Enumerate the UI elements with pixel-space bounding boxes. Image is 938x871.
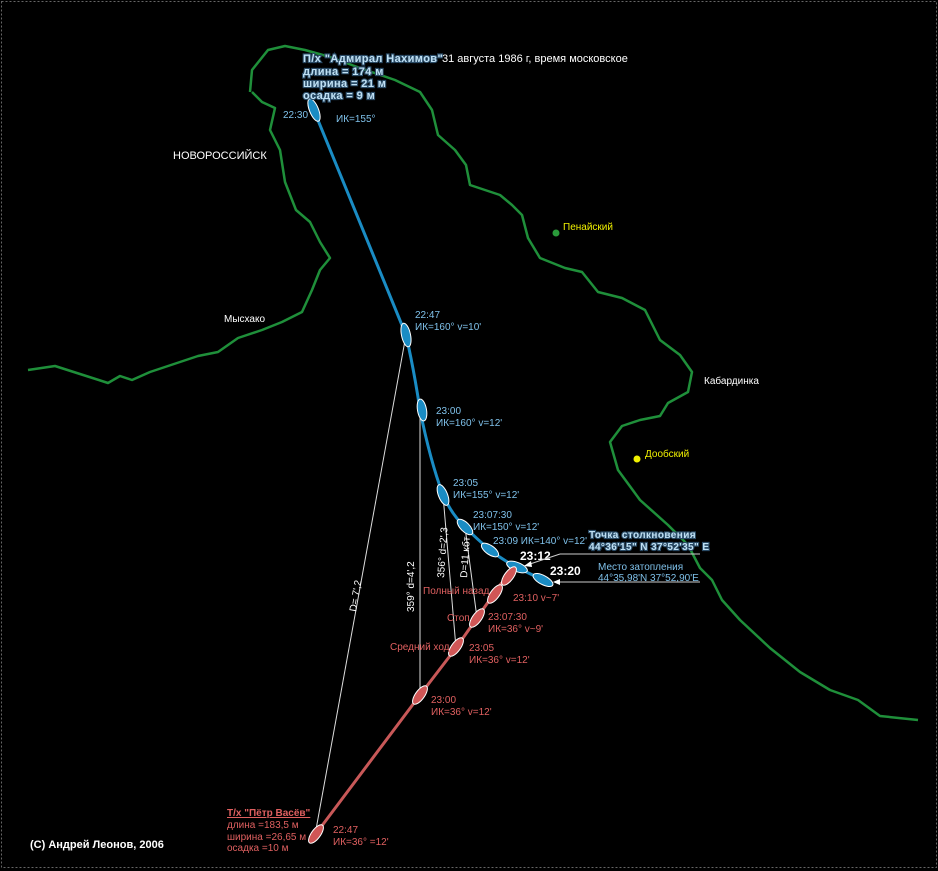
vasev-time-2247: 22:47 <box>333 825 358 836</box>
nakhimov-name: П/х "Адмирал Нахимов" <box>303 53 443 65</box>
vasev-time-2300: 23:00 <box>431 695 456 706</box>
nakhimov-info-2300: ИК=160° v=12' <box>436 418 502 429</box>
vasev-draft: осадка =10 м <box>227 843 289 854</box>
nakhimov-info-2309: 23:09 ИК=140° v=12' <box>493 536 587 547</box>
command-half-ahead: Средний ход <box>390 642 450 653</box>
nakhimov-draft: осадка = 9 м <box>303 90 375 102</box>
nakhimov-time-2247: 22:47 <box>415 310 440 321</box>
command-stop: Стоп <box>447 613 470 624</box>
nakhimov-info-2305: ИК=155° v=12' <box>453 490 519 501</box>
bearing-label-4: D=11 кбт <box>458 536 473 578</box>
date-label: 31 августа 1986 г, время московское <box>442 53 628 65</box>
nakhimov-time-2230: 22:30 <box>283 110 308 121</box>
vasev-ship-markers <box>308 566 517 844</box>
vasev-info-2300: ИК=36° v=12' <box>431 707 492 718</box>
collision-coords: 44°36'15" N 37°52'35" E <box>589 542 709 553</box>
place-kabardinka: Кабардинка <box>704 375 759 387</box>
coastline-east <box>248 44 919 722</box>
vasev-info-230730: ИК=36° v~9' <box>488 624 543 635</box>
collision-title: Точка столкновения <box>589 530 696 541</box>
vasev-info-2247: ИК=36° =12' <box>333 837 389 848</box>
vasev-name: Т/х "Пётр Васёв" <box>227 808 311 819</box>
vasev-time-230730: 23:07:30 <box>488 612 527 623</box>
sinking-time: 23:20 <box>550 564 581 578</box>
nakhimov-width: ширина = 21 м <box>303 78 386 90</box>
place-novorossiysk: НОВОРОССИЙСК <box>173 149 267 162</box>
bearing-label-2: 359° d=4',2 <box>406 561 417 612</box>
doobsky-marker <box>633 455 641 463</box>
sinking-coords: 44°35,98'N 37°52,90'E <box>598 573 699 584</box>
nakhimov-ship-markers <box>307 98 554 588</box>
nakhimov-info-230730: ИК=150° v=12' <box>473 522 539 533</box>
bearing-line-230730 <box>464 526 478 619</box>
nakhimov-info-2230: ИК=155° <box>336 114 376 125</box>
sinking-title: Место затопления <box>598 562 683 573</box>
nakhimov-info-2247: ИК=160° v=10' <box>415 322 481 333</box>
vasev-info-2305: ИК=36° v=12' <box>469 655 530 666</box>
place-penaisky: Пенайский <box>563 222 613 233</box>
place-doobsky: Дообский <box>645 448 689 460</box>
coastline-west <box>27 91 332 385</box>
nakhimov-time-2305: 23:05 <box>453 478 478 489</box>
copyright: (C) Андрей Леонов, 2006 <box>30 839 164 851</box>
nakhimov-time-2300: 23:00 <box>436 406 461 417</box>
collision-time: 23:12 <box>520 549 551 563</box>
penaisky-marker <box>552 229 560 237</box>
vasev-time-2310: 23:10 v~7' <box>513 593 559 604</box>
vasev-time-2305: 23:05 <box>469 643 494 654</box>
place-myskhako: Мысхако <box>224 314 265 325</box>
bearing-line-2247 <box>314 334 407 836</box>
nakhimov-length: длина = 174 м <box>303 66 384 78</box>
vasev-length: длина =183,5 м <box>227 820 299 831</box>
command-full-astern: Полный назад <box>423 586 490 597</box>
bearing-label-3: 356° d=2',3 <box>436 526 451 578</box>
bearing-line-2305 <box>442 494 457 649</box>
nakhimov-time-230730: 23:07:30 <box>473 510 512 521</box>
vasev-width: ширина =26,65 м <box>227 832 306 843</box>
bearing-label-1: D= 7',2 <box>348 579 364 613</box>
